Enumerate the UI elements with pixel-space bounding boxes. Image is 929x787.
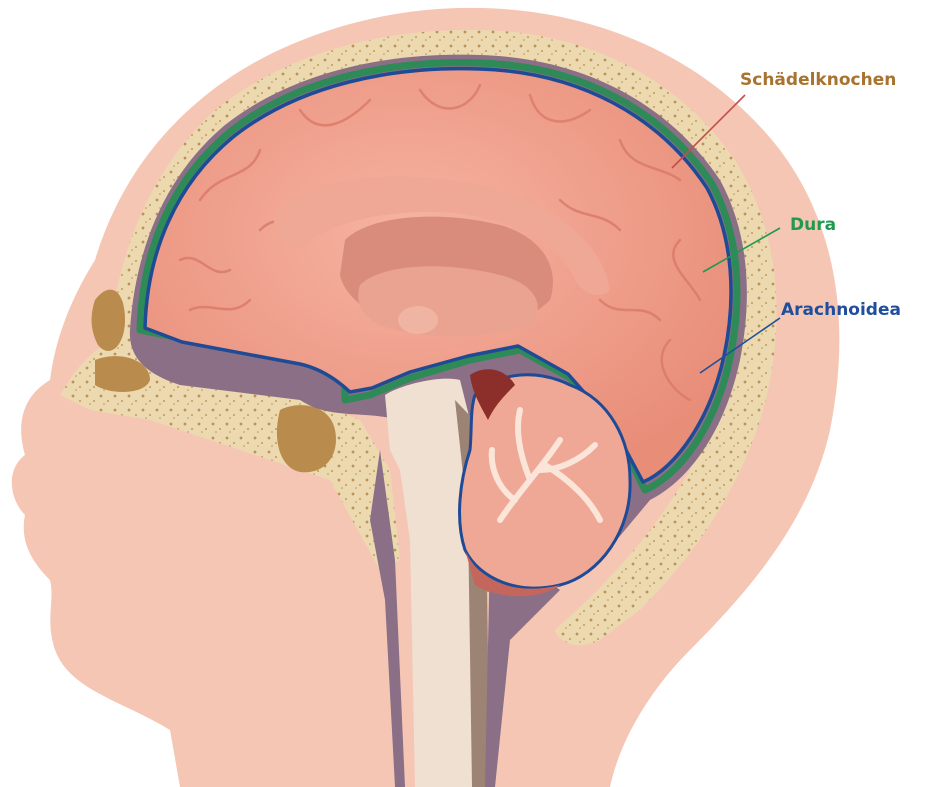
label-dura: Dura bbox=[790, 215, 836, 235]
label-arachnoid: Arachnoidea bbox=[781, 300, 901, 320]
frontal-sinus bbox=[92, 290, 125, 351]
sphenoid-sinus bbox=[277, 405, 336, 472]
pineal-body bbox=[398, 306, 438, 334]
label-skull-bone: Schädelknochen bbox=[740, 70, 896, 90]
